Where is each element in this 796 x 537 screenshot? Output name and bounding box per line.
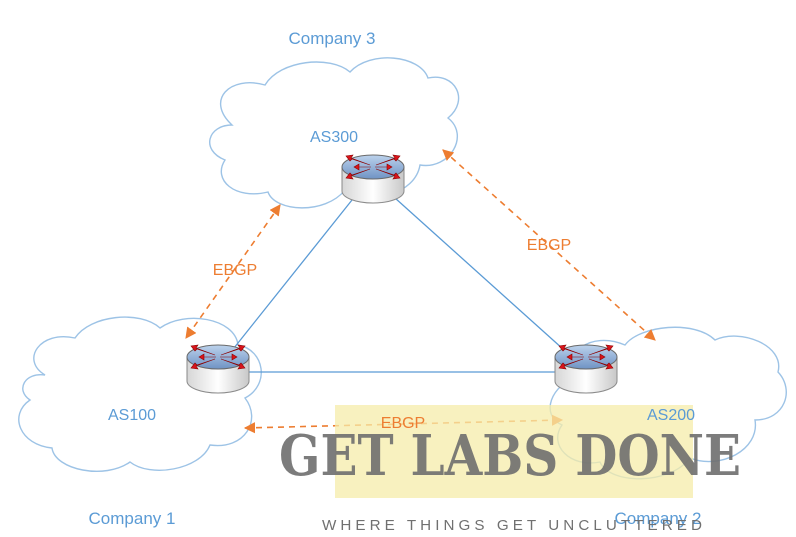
company2-label: Company 2 bbox=[615, 509, 702, 528]
watermark-title: GET LABS DONE bbox=[279, 423, 741, 489]
company3-label: Company 3 bbox=[289, 29, 376, 48]
ebgp-link-as300-as100 bbox=[185, 204, 281, 339]
router-icon bbox=[554, 344, 618, 394]
as100-label: AS100 bbox=[108, 407, 156, 424]
as200-label: AS200 bbox=[647, 407, 695, 424]
watermark-band bbox=[335, 405, 693, 498]
router-icon bbox=[341, 154, 405, 204]
ebgp-link-as300-as200 bbox=[442, 149, 656, 341]
watermark-subtitle: WHERE THINGS GET UNCLUTTERED bbox=[322, 517, 706, 534]
ebgp-label-left: EBGP bbox=[213, 262, 257, 279]
router-icon bbox=[186, 344, 250, 394]
link-as300-as200 bbox=[394, 197, 574, 359]
ebgp-label-right: EBGP bbox=[527, 237, 571, 254]
cloud-company1 bbox=[18, 316, 262, 472]
company1-label: Company 1 bbox=[89, 509, 176, 528]
as300-label: AS300 bbox=[310, 129, 358, 146]
ebgp-label-bottom: EBGP bbox=[381, 415, 425, 432]
physical-links bbox=[225, 197, 574, 373]
link-as300-as100 bbox=[225, 199, 353, 359]
